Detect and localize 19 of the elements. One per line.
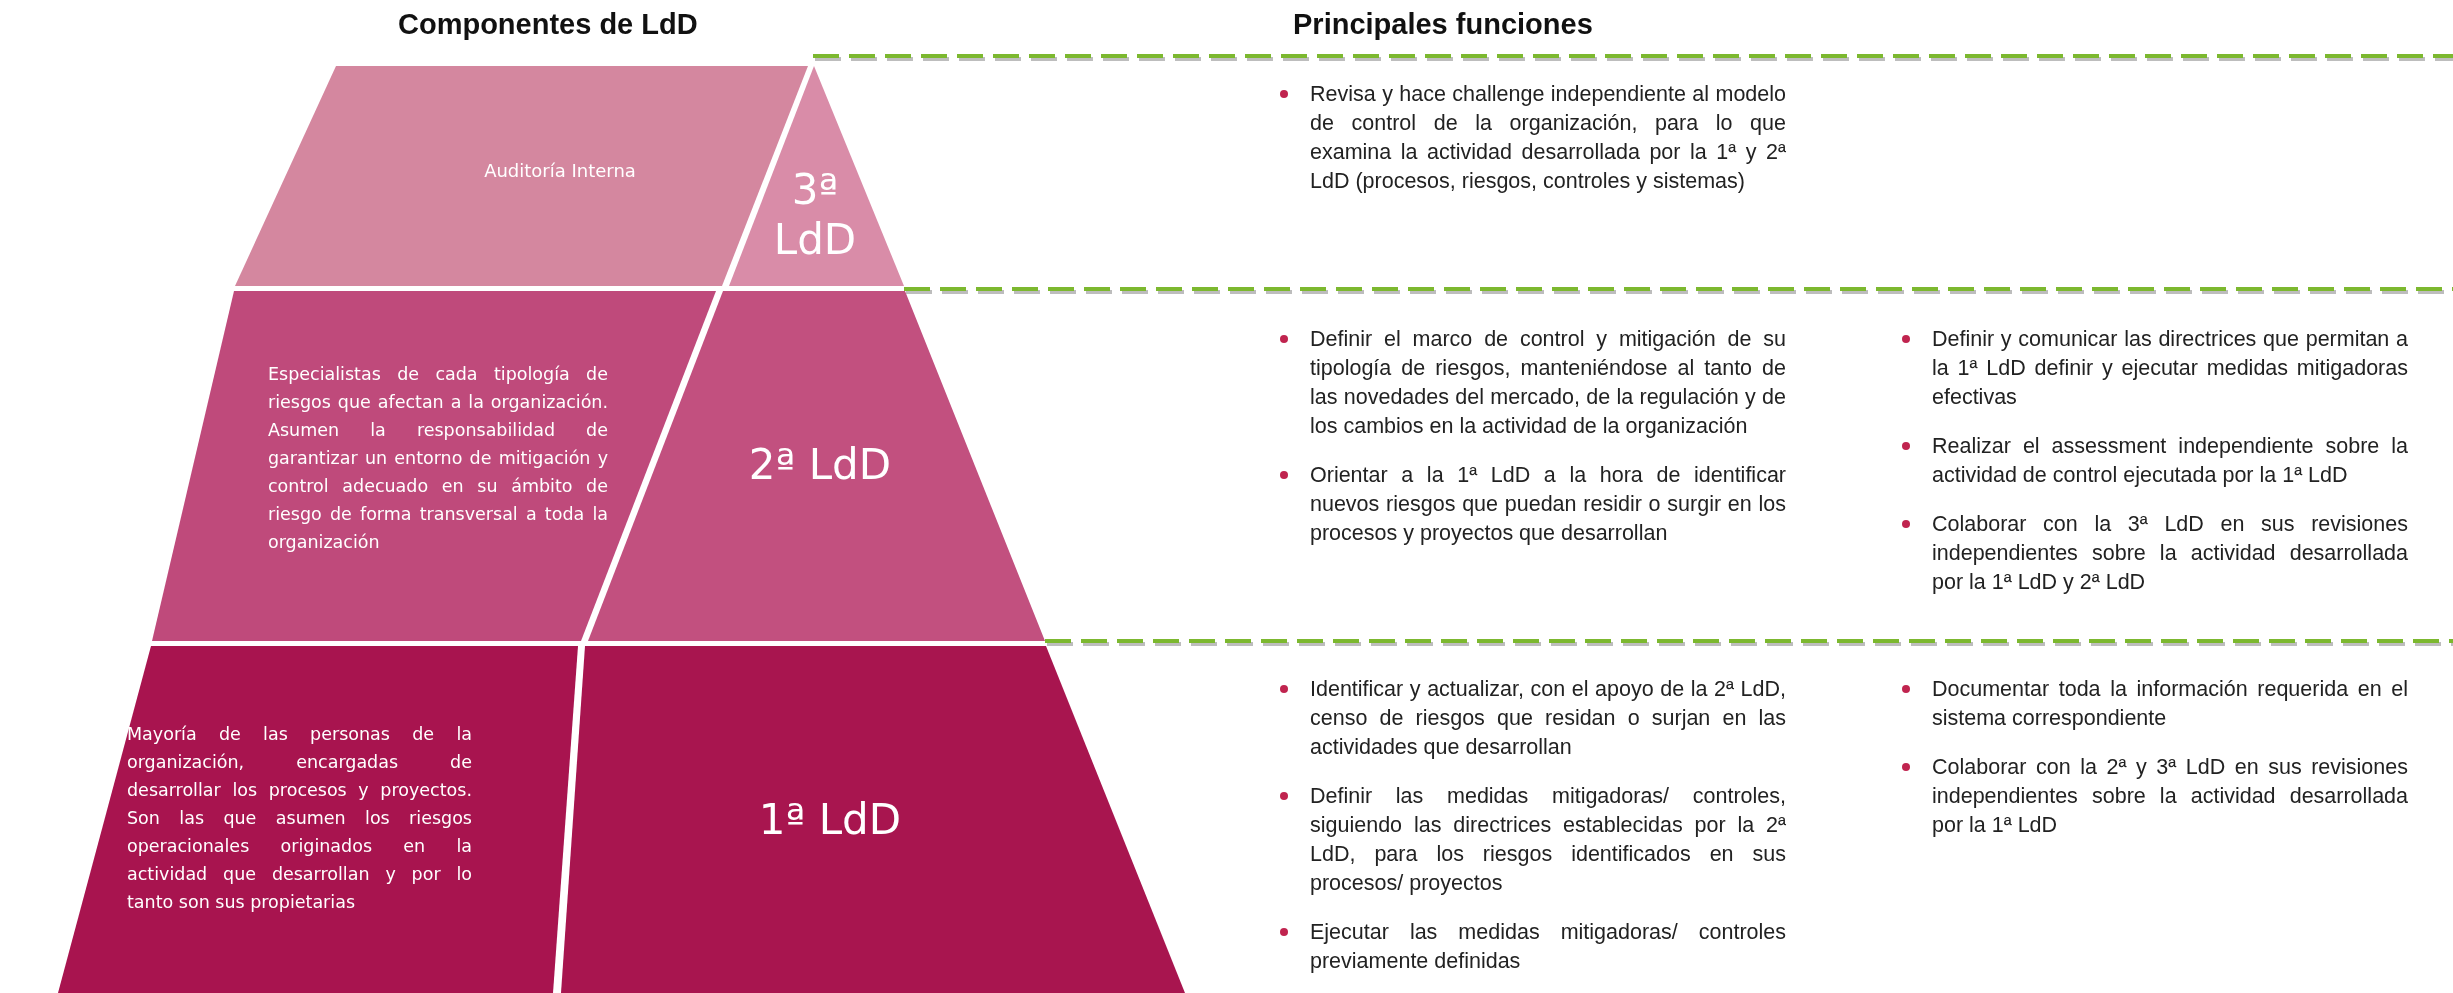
line-of-defense-label: 1ª LdD — [757, 795, 903, 845]
segment-text: Especialistas de cada tipología de riesgos que afectan a la organización. Asumen la responsabilidad de garantizar un entorno de mitigación y control adecuado en su ámbito de riesgo de forma transversal a toda la organización — [268, 363, 608, 554]
function-text: Orientar a la 1ª LdD a la hora de identificar nuevos riesgos que puedan residir o surgir en los procesos y proyectos que desarrollan — [1310, 462, 1786, 547]
function-text: Definir el marco de control y mitigación de su tipología de riesgos, manteniéndose al tanto de las novedades del mercado, de la regulación y de los cambios en la actividad de la organización — [1310, 326, 1786, 440]
function-text: Identificar y actualizar, con el apoyo de la 2ª LdD, censo de riesgos que residan o surjan en las actividades que desarrollan — [1310, 676, 1786, 761]
line-of-defense-label: 2ª LdD — [747, 440, 893, 490]
function-text: Ejecutar las medidas mitigadoras/ controles previamente definidas — [1310, 919, 1786, 975]
function-text: Definir las medidas mitigadoras/ controles, siguiendo las directrices establecidas por la 2ª LdD, para los riesgos identificados en sus procesos/ proyectos — [1310, 783, 1786, 897]
line-of-defense-label: 3ª LdD — [772, 165, 858, 265]
function-text: Revisa y hace challenge independiente al modelo de control de la organización, para lo que examina la actividad desarrollada por la 1ª y 2ª LdD (procesos, riesgos, controles y sistemas) — [1310, 81, 1786, 195]
column-heading: Principales funciones — [1293, 8, 1593, 41]
function-text: Colaborar con la 2ª y 3ª LdD en sus revisiones independientes sobre la actividad desarrollada por la 1ª LdD — [1932, 754, 2408, 839]
function-text: Documentar toda la información requerida en el sistema correspondiente — [1932, 676, 2408, 732]
function-text: Realizar el assessment independiente sobre la actividad de control ejecutada por la 1ª LdD — [1932, 433, 2408, 489]
function-text: Definir y comunicar las directrices que permitan a la 1ª LdD definir y ejecutar medidas mitigadoras efectivas — [1932, 326, 2408, 411]
segment-text: Mayoría de las personas de la organización, encargadas de desarrollar los procesos y proyectos. Son las que asumen los riesgos operacionales originados en la actividad que desarrollan y por lo tanto son sus propietarias — [127, 723, 472, 914]
column-heading: Componentes de LdD — [398, 8, 698, 41]
segment-text: Auditoría Interna — [483, 160, 637, 181]
function-text: Colaborar con la 3ª LdD en sus revisiones independientes sobre la actividad desarrollada por la 1ª LdD y 2ª LdD — [1932, 511, 2408, 596]
